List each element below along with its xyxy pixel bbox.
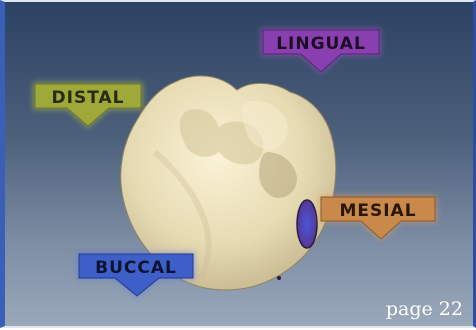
tooth-illustration: DISTAL LINGUAL MESIAL BUCCAL: [5, 2, 476, 330]
label-distal-text: DISTAL: [52, 88, 125, 108]
label-buccal-text: BUCCAL: [95, 258, 177, 278]
label-distal: DISTAL: [33, 82, 143, 128]
label-mesial: MESIAL: [319, 195, 437, 241]
label-buccal: BUCCAL: [77, 252, 195, 298]
label-lingual: LINGUAL: [261, 28, 381, 74]
label-mesial-text: MESIAL: [339, 201, 416, 221]
label-lingual-text: LINGUAL: [276, 34, 366, 54]
page-number: page 22: [386, 298, 463, 320]
